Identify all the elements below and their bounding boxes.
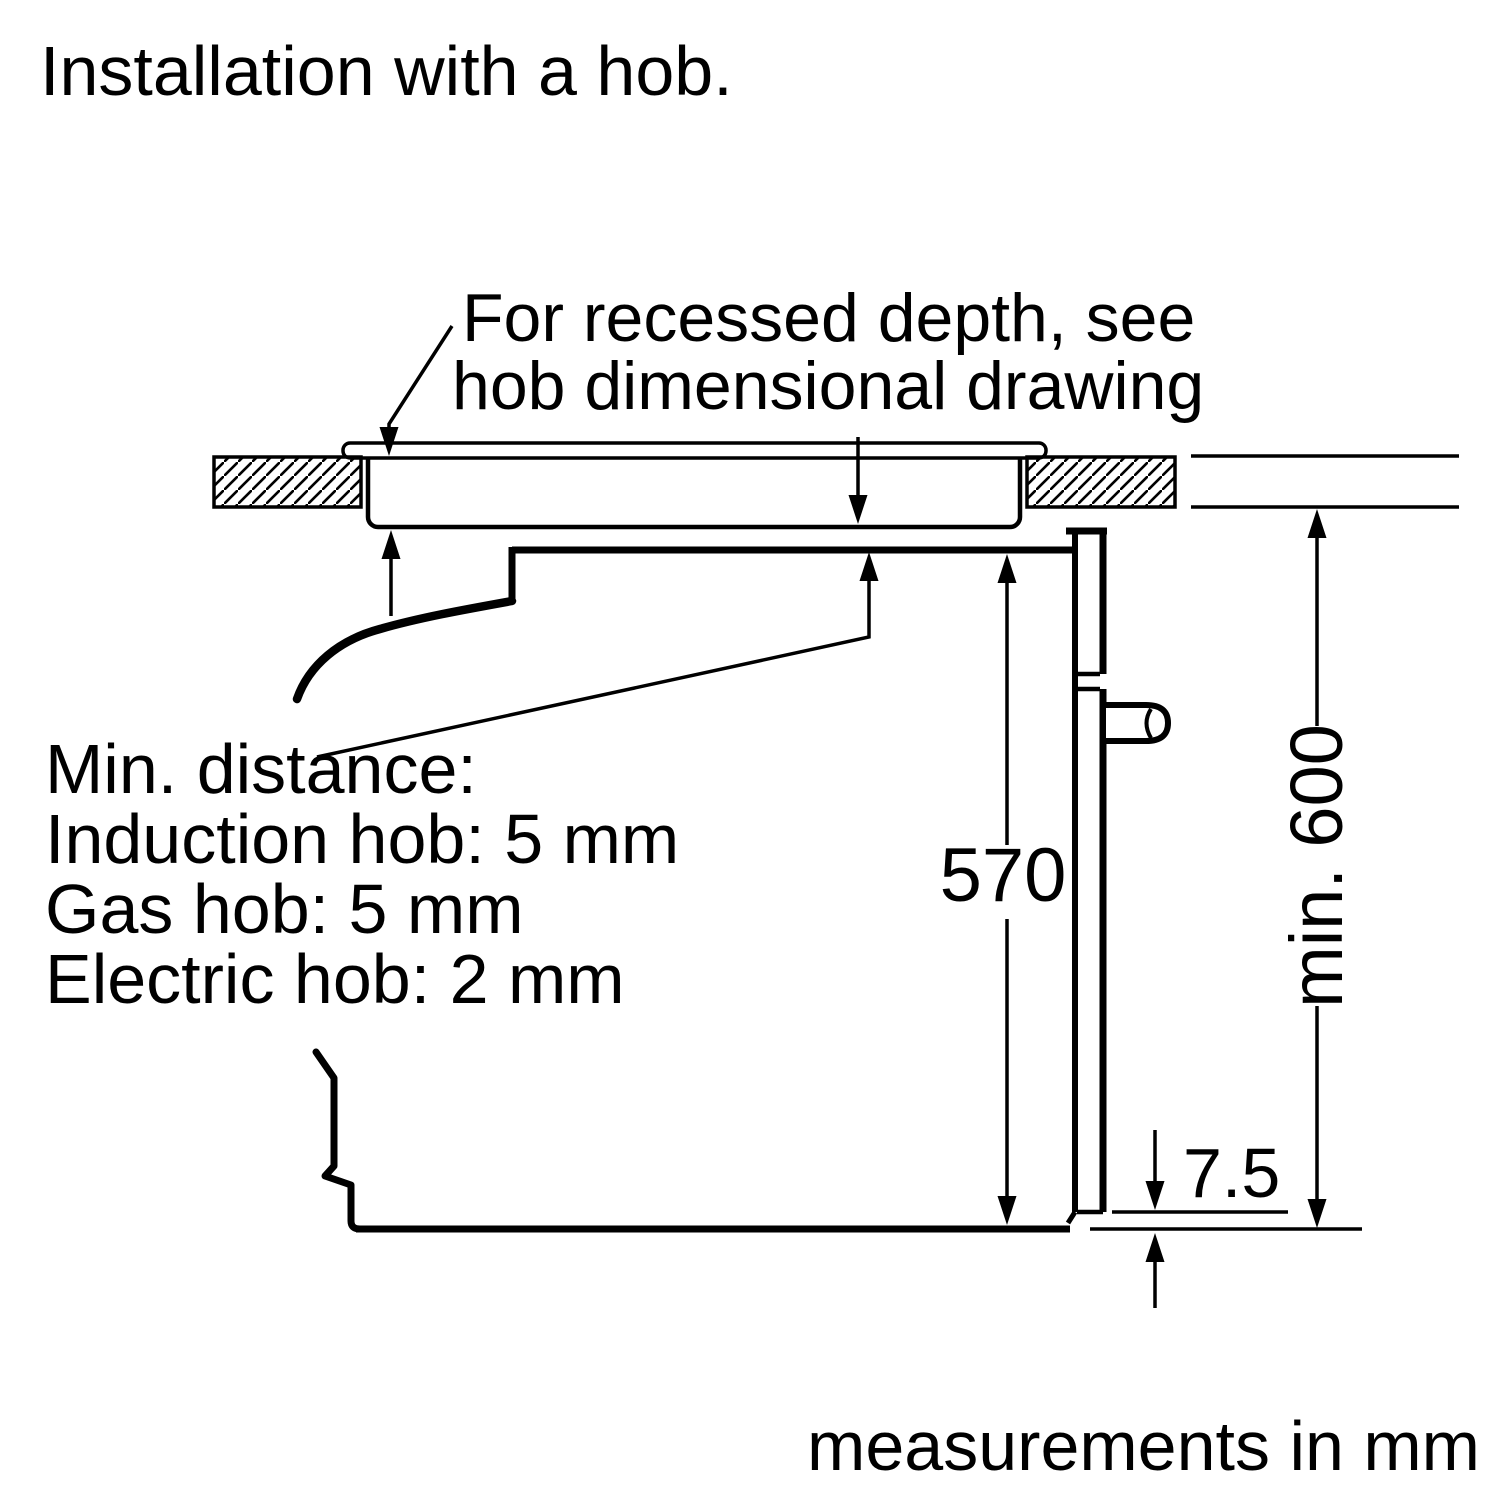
dimension-75-value: 7.5 xyxy=(1183,1134,1280,1212)
up-arrow-icon xyxy=(1145,1233,1165,1262)
down-arrow-icon xyxy=(1307,1199,1327,1228)
down-arrow-icon xyxy=(848,495,868,524)
hob-glass-panel xyxy=(341,441,1048,460)
dimension-600-value: min. 600 xyxy=(1275,724,1358,1008)
dimension-570-value: 570 xyxy=(940,833,1067,918)
up-arrow-icon xyxy=(381,530,401,559)
up-arrow-icon xyxy=(1307,509,1327,538)
down-arrow-icon xyxy=(379,427,399,456)
hob-body xyxy=(365,447,1023,530)
down-arrow-icon xyxy=(997,1196,1017,1225)
min-distance-note: Min. distance: Induction hob: 5 mm Gas h… xyxy=(45,530,879,1018)
recessed-depth-callout: For recessed depth, see hob dimensional … xyxy=(379,280,1204,524)
dimension-7-5: 7.5 xyxy=(1090,1130,1362,1308)
up-arrow-icon xyxy=(997,554,1017,583)
worktop-hatch-right xyxy=(1025,455,1177,509)
oven-profile xyxy=(292,527,1171,1233)
min-distance-heading: Min. distance: xyxy=(45,730,477,808)
min-distance-induction: Induction hob: 5 mm xyxy=(45,800,679,878)
callout-text-line1: For recessed depth, see xyxy=(462,280,1195,356)
footer-note: measurements in mm xyxy=(807,1407,1480,1485)
oven-door xyxy=(1065,527,1171,1225)
door-bottom-jog xyxy=(1065,1210,1078,1225)
min-distance-gas: Gas hob: 5 mm xyxy=(45,870,524,948)
min-distance-leader xyxy=(316,579,871,759)
oven-knob-cap-line xyxy=(1144,707,1153,740)
oven-knob xyxy=(1100,702,1171,744)
dimension-570: 570 xyxy=(940,554,1067,1225)
worktop xyxy=(212,454,1459,509)
page-title: Installation with a hob. xyxy=(40,32,733,110)
min-distance-electric: Electric hob: 2 mm xyxy=(45,940,625,1018)
up-arrow-icon xyxy=(859,552,879,581)
hob-assembly xyxy=(341,441,1048,530)
callout-text-line2: hob dimensional drawing xyxy=(452,348,1204,424)
oven-break-line-top xyxy=(292,596,517,704)
worktop-hatch-left xyxy=(212,455,363,509)
down-arrow-icon xyxy=(1145,1181,1165,1210)
dimension-min-600: min. 600 xyxy=(1275,509,1358,1228)
